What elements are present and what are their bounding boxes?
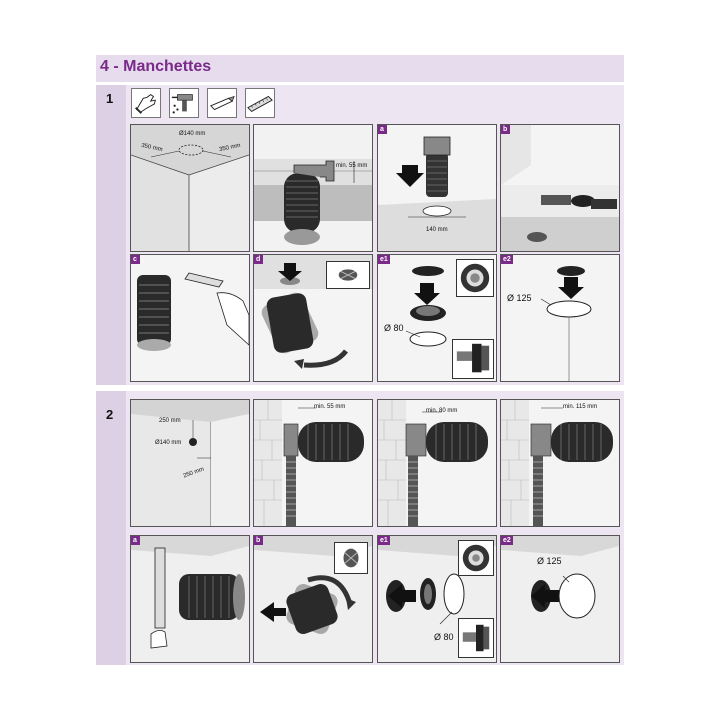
grille-detail-inset <box>334 542 368 574</box>
step-tag: e2 <box>501 255 513 264</box>
step-tag: a <box>131 536 140 545</box>
collar-detail-inset <box>458 540 494 576</box>
step-tag: d <box>254 255 263 264</box>
step-c1-wall-panel: e1 Ø 80 <box>377 535 497 663</box>
step-d-panel: d <box>253 254 373 382</box>
step-number: 2 <box>106 407 114 422</box>
ceiling-cross-section-panel: min. 55 mm <box>253 124 373 252</box>
min-distance-label: min. 55 mm <box>314 404 346 410</box>
mount-detail-inset <box>452 339 494 379</box>
step-c-panel: c <box>130 254 250 382</box>
step-b-panel: b <box>500 124 620 252</box>
step-a-panel: a 140 mm <box>377 124 497 252</box>
wall-section-115-panel: min. 115 mm <box>500 399 620 527</box>
section-header: 4 - Manchettes <box>96 55 624 82</box>
step-column: 1 <box>96 85 126 385</box>
wall-section-80-panel: min. 80 mm <box>377 399 497 527</box>
step-c2-wall-panel: e2 Ø 125 <box>500 535 620 663</box>
min-distance-label: min. 55 mm <box>336 163 368 169</box>
gloves-icon <box>131 88 161 118</box>
step-tag: c <box>131 255 140 264</box>
step-tag: e1 <box>378 255 390 264</box>
step-e2-panel: e2 Ø 125 <box>500 254 620 382</box>
step-b-wall-panel: b <box>253 535 373 663</box>
page-title: 4 - Manchettes <box>100 58 212 75</box>
collar-detail-inset <box>456 259 494 297</box>
step-1-section: 1 <box>96 85 624 385</box>
step-e1-panel: e1 Ø 80 <box>377 254 497 382</box>
diameter-label: Ø140 mm <box>179 131 206 137</box>
diameter-label: Ø 80 <box>434 632 454 642</box>
step-2-section: 2 250 mm Ø140 mm 250 mm <box>96 391 624 665</box>
min-distance-label: min. 80 mm <box>426 408 458 414</box>
step-number: 1 <box>106 91 114 106</box>
manual-page: 4 - Manchettes 1 <box>96 55 624 665</box>
wall-section-55-panel: min. 55 mm <box>253 399 373 527</box>
step-tag: a <box>378 125 387 134</box>
diameter-label: Ø 125 <box>537 556 562 566</box>
step-tag: e1 <box>378 536 390 545</box>
step-tag: b <box>254 536 263 545</box>
drill-icon <box>169 88 199 118</box>
tape-measure-icon <box>245 88 275 118</box>
step-a-wall-panel: a <box>130 535 250 663</box>
diameter-label: Ø 125 <box>507 293 532 303</box>
min-distance-label: min. 115 mm <box>563 404 598 410</box>
step-tag: e2 <box>501 536 513 545</box>
diameter-label: Ø 80 <box>384 323 404 333</box>
step-tag: b <box>501 125 510 134</box>
diameter-label: Ø140 mm <box>155 440 182 446</box>
grille-detail-inset <box>326 261 370 289</box>
mount-detail-inset <box>458 618 494 658</box>
hole-size-label: 140 mm <box>426 227 448 233</box>
wall-marking-panel: 250 mm Ø140 mm 250 mm <box>130 399 250 527</box>
ceiling-marking-panel: Ø140 mm 350 mm 350 mm <box>130 124 250 252</box>
distance-top-label: 250 mm <box>159 418 181 424</box>
utility-knife-icon <box>207 88 237 118</box>
step-column: 2 <box>96 391 126 665</box>
